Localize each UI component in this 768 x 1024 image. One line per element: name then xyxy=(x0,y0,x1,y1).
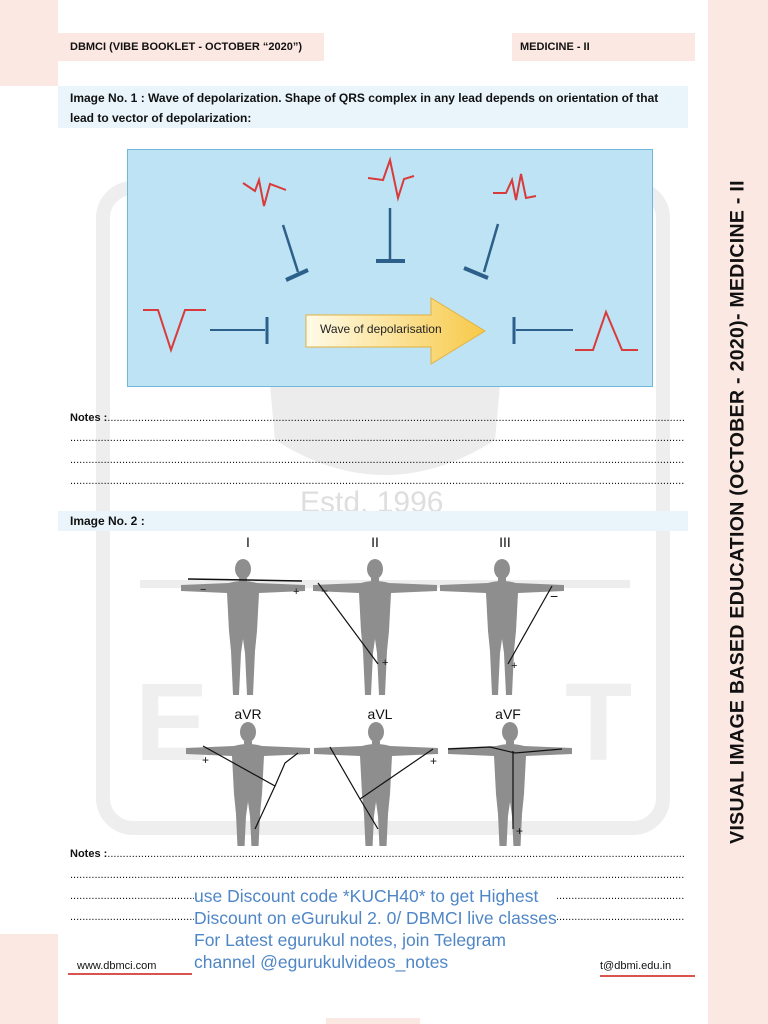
lead-I-line xyxy=(187,578,303,582)
lead-label-III: III xyxy=(499,534,511,550)
left-margin-top xyxy=(0,0,58,86)
notes-line-2: Notes :.................................… xyxy=(70,846,684,862)
plus-sign: + xyxy=(430,754,437,768)
right-title-bar xyxy=(708,0,768,1024)
svg-text:E: E xyxy=(135,661,208,784)
promo-overlay: use Discount code *KUCH40* to get Highes… xyxy=(194,885,557,973)
image2-caption: Image No. 2 : xyxy=(58,511,688,531)
qrs-right-positive xyxy=(575,309,638,351)
lead-label-aVF: aVF xyxy=(495,706,521,722)
body-figure xyxy=(440,559,564,695)
left-margin-mid xyxy=(0,86,58,934)
lead-label-aVL: aVL xyxy=(368,706,393,722)
aVL-lines xyxy=(359,798,379,830)
electrode-top-left xyxy=(281,224,300,273)
limb-leads-figure: I II III − + − + − + aVR aVL aVF + + + xyxy=(181,534,572,846)
notes-line-1: Notes :.................................… xyxy=(70,410,684,426)
promo-line: channel @egurukulvideos_notes xyxy=(194,951,557,973)
dotted-leader: ........................................… xyxy=(107,848,684,860)
minus-sign: − xyxy=(550,588,558,604)
aVR-lines xyxy=(254,785,276,830)
image1-caption: Image No. 1 : Wave of depolarization. Sh… xyxy=(58,86,688,128)
svg-text:T: T xyxy=(565,661,632,784)
depolarization-arrow xyxy=(305,297,486,365)
plus-sign: + xyxy=(202,753,209,767)
lead-label-aVR: aVR xyxy=(234,706,261,722)
notes-dotline: ........................................… xyxy=(70,432,684,444)
plus-sign: + xyxy=(516,824,523,838)
promo-line: For Latest egurukul notes, join Telegram xyxy=(194,929,557,951)
notes-dotline: ........................................… xyxy=(70,454,684,466)
promo-line: use Discount code *KUCH40* to get Highes… xyxy=(194,885,557,907)
body-figure xyxy=(186,722,310,846)
minus-sign: − xyxy=(200,584,206,596)
lead-III-line xyxy=(507,585,553,665)
electrode-top-right-plate xyxy=(463,266,489,280)
lead-label-I: I xyxy=(246,534,250,550)
qrs-top-left xyxy=(242,176,287,207)
minus-sign: − xyxy=(321,584,328,598)
bottom-tab xyxy=(326,1018,420,1024)
aVF-lines xyxy=(447,746,563,754)
promo-line: Discount on eGurukul 2. 0/ DBMCI live cl… xyxy=(194,907,557,929)
depolarization-diagram xyxy=(143,156,638,365)
depolarization-figure xyxy=(127,149,653,387)
header-booklet-title: DBMCI (VIBE BOOKLET - OCTOBER “2020”) xyxy=(58,33,324,61)
header-subject: MEDICINE - II xyxy=(512,33,695,61)
lead-label-II: II xyxy=(371,534,379,550)
qrs-left-negative xyxy=(143,309,206,354)
notes-dotline: ........................................… xyxy=(70,869,684,881)
lead-II-line xyxy=(317,582,379,665)
electrode-top-left-plate xyxy=(285,268,309,282)
dotted-leader: ........................................… xyxy=(107,412,684,424)
notes-dotline: ........................................… xyxy=(70,475,684,487)
qrs-top-right xyxy=(493,173,537,201)
body-figure xyxy=(448,722,572,846)
footer-email: t@dbmi.edu.in xyxy=(600,957,695,977)
plus-sign: + xyxy=(382,657,388,669)
notes-label: Notes : xyxy=(70,848,108,860)
arrow-label: Wave of depolarisation xyxy=(320,322,442,336)
qrs-top-center xyxy=(367,156,415,202)
plus-sign: + xyxy=(511,660,517,672)
footer-website: www.dbmci.com xyxy=(68,957,192,975)
vertical-title: VISUAL IMAGE BASED EDUCATION (OCTOBER - … xyxy=(726,180,749,844)
left-margin-bottom xyxy=(0,934,58,1024)
electrode-top-right xyxy=(482,223,500,273)
body-figure xyxy=(314,722,438,846)
notes-label: Notes : xyxy=(70,412,108,424)
plus-sign: + xyxy=(293,586,299,598)
body-figure xyxy=(313,559,437,695)
aVR-lines xyxy=(202,745,299,787)
